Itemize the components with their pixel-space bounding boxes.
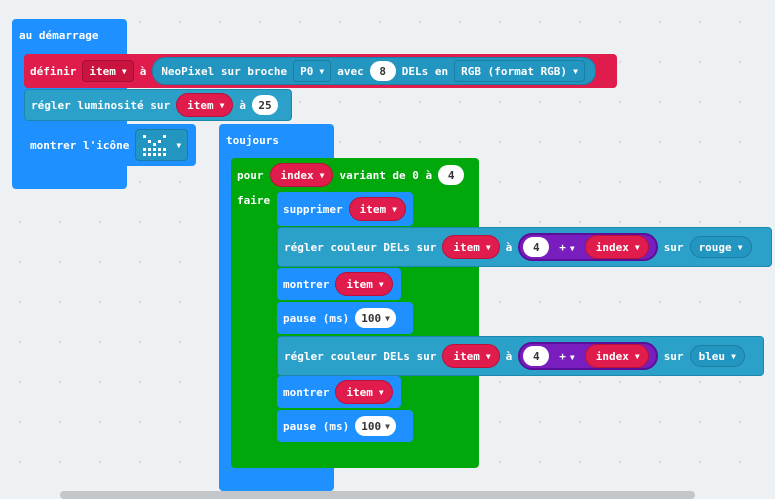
on-label: sur <box>663 240 684 254</box>
chevron-down-icon: ▼ <box>385 313 390 323</box>
chevron-down-icon: ▼ <box>634 351 640 361</box>
leds-in-label: DELs en <box>401 64 449 78</box>
set-label: définir <box>30 64 77 78</box>
set-neopixel-block[interactable]: définir item▼ à NeoPixel sur broche P0▼ … <box>24 54 617 88</box>
pause-label: pause (ms) <box>283 419 350 433</box>
operand-a-input[interactable]: 4 <box>523 346 550 366</box>
led-count-input[interactable]: 8 <box>369 61 396 81</box>
clear-label: supprimer <box>283 202 343 216</box>
set-color-to-label: à <box>505 349 513 363</box>
show-label: montrer <box>283 277 330 291</box>
skull-icon <box>142 133 168 157</box>
show-variable-dropdown[interactable]: item▼ <box>335 272 393 296</box>
loop-max-input[interactable]: 4 <box>438 165 465 185</box>
chevron-down-icon: ▼ <box>378 387 384 397</box>
set-color-label: régler couleur DELs sur <box>284 240 437 254</box>
for-label: pour <box>237 168 264 182</box>
chevron-down-icon: ▼ <box>121 66 127 76</box>
chevron-down-icon: ▼ <box>731 351 736 361</box>
loop-variable-dropdown[interactable]: index▼ <box>269 163 334 187</box>
color-dropdown[interactable]: bleu▼ <box>689 345 745 367</box>
chevron-down-icon: ▼ <box>319 170 325 180</box>
brightness-label: régler luminosité sur <box>31 98 171 112</box>
chevron-down-icon: ▼ <box>392 204 397 214</box>
show-block-2[interactable]: montrer item▼ <box>277 376 401 408</box>
set-pixel-color-block-1[interactable]: régler couleur DELs sur item▼ à 4 +▼ ind… <box>277 227 772 267</box>
range-label: variant de 0 à <box>339 168 433 182</box>
chevron-down-icon: ▼ <box>319 66 325 76</box>
operator-dropdown[interactable]: +▼ <box>559 349 575 363</box>
brightness-value-input[interactable]: 25 <box>252 95 279 115</box>
chevron-down-icon: ▼ <box>569 352 575 362</box>
chevron-down-icon: ▼ <box>634 242 640 252</box>
set-color-label: régler couleur DELs sur <box>284 349 437 363</box>
set-color-variable-dropdown[interactable]: item▼ <box>442 235 500 259</box>
chevron-down-icon: ▼ <box>219 100 225 110</box>
operand-a-input[interactable]: 4 <box>523 237 550 257</box>
to-label: à <box>139 64 147 78</box>
operand-b-variable[interactable]: index▼ <box>584 235 649 259</box>
brightness-to-label: à <box>239 98 247 112</box>
on-label: sur <box>663 349 684 363</box>
for-loop-header: pour index▼ variant de 0 à 4 <box>231 160 470 190</box>
show-block-1[interactable]: montrer item▼ <box>277 268 401 300</box>
pause-block-1[interactable]: pause (ms) 100▼ <box>277 302 413 334</box>
show-icon-label: montrer l'icône <box>30 138 130 152</box>
pin-dropdown[interactable]: P0▼ <box>293 60 332 82</box>
show-icon-block[interactable]: montrer l'icône ▼ <box>24 124 196 166</box>
neopixel-label: NeoPixel sur broche <box>161 64 288 78</box>
pause-label: pause (ms) <box>283 311 350 325</box>
pause-value-dropdown[interactable]: 100▼ <box>355 416 396 436</box>
horizontal-scrollbar[interactable] <box>60 491 695 499</box>
chevron-down-icon: ▼ <box>176 140 182 150</box>
mode-dropdown[interactable]: RGB (format RGB)▼ <box>454 60 585 82</box>
set-variable-dropdown[interactable]: item▼ <box>82 60 134 82</box>
set-brightness-block[interactable]: régler luminosité sur item▼ à 25 <box>24 89 292 121</box>
brightness-variable-dropdown[interactable]: item▼ <box>176 93 234 117</box>
chevron-down-icon: ▼ <box>385 421 390 431</box>
chevron-down-icon: ▼ <box>573 66 578 76</box>
pause-block-2[interactable]: pause (ms) 100▼ <box>277 410 413 442</box>
with-label: avec <box>337 64 364 78</box>
set-color-to-label: à <box>505 240 513 254</box>
clear-variable-dropdown[interactable]: item▼ <box>348 197 406 221</box>
set-pixel-color-block-2[interactable]: régler couleur DELs sur item▼ à 4 +▼ ind… <box>277 336 764 376</box>
clear-block[interactable]: supprimer item▼ <box>277 192 413 226</box>
operator-dropdown[interactable]: +▼ <box>559 240 575 254</box>
on-start-label: au démarrage <box>19 29 99 42</box>
do-label: faire <box>237 194 271 207</box>
icon-picker[interactable]: ▼ <box>135 129 189 161</box>
chevron-down-icon: ▼ <box>485 242 491 252</box>
add-operator-block[interactable]: 4 +▼ index▼ <box>518 342 658 370</box>
neopixel-create-block[interactable]: NeoPixel sur broche P0▼ avec 8 DELs en R… <box>152 57 596 85</box>
chevron-down-icon: ▼ <box>485 351 491 361</box>
chevron-down-icon: ▼ <box>737 242 743 252</box>
show-label: montrer <box>283 385 330 399</box>
pause-value-dropdown[interactable]: 100▼ <box>355 308 396 328</box>
operand-b-variable[interactable]: index▼ <box>584 344 649 368</box>
show-variable-dropdown[interactable]: item▼ <box>335 380 393 404</box>
chevron-down-icon: ▼ <box>378 279 384 289</box>
color-dropdown[interactable]: rouge▼ <box>689 236 752 258</box>
chevron-down-icon: ▼ <box>569 243 575 253</box>
forever-label: toujours <box>226 134 279 147</box>
set-color-variable-dropdown[interactable]: item▼ <box>442 344 500 368</box>
add-operator-block[interactable]: 4 +▼ index▼ <box>518 233 658 261</box>
